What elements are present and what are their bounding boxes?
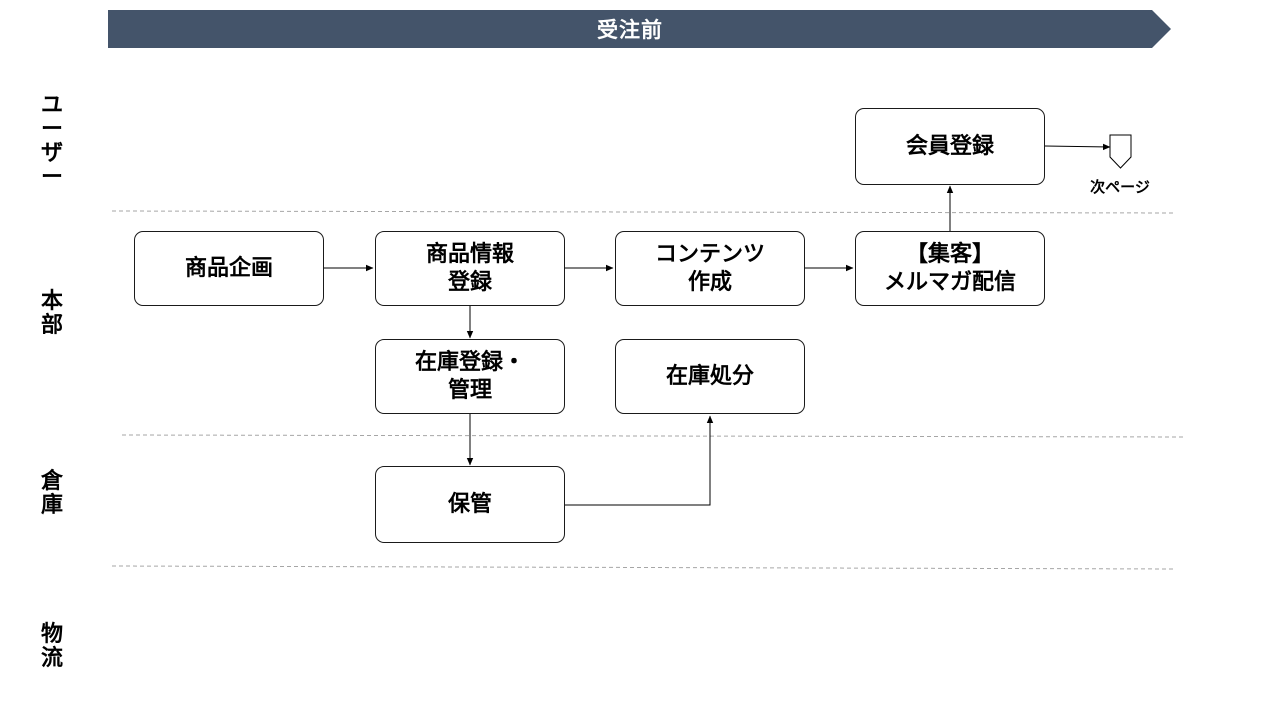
- node-product-info-registration-line: 商品情報: [425, 241, 514, 267]
- node-content-creation-line: 作成: [687, 269, 732, 295]
- off-page-connector-shape: [1109, 134, 1132, 169]
- lane-label-user: ユ ー ザ ー: [28, 94, 76, 190]
- lane-divider-1: [111, 210, 1176, 214]
- node-mail-magazine: 【集客】 メルマガ配信: [855, 231, 1045, 306]
- lane-label-warehouse: 倉 庫: [28, 470, 76, 518]
- phase-banner-label: 受注前: [597, 18, 663, 42]
- node-storage: 保管: [375, 466, 565, 543]
- lane-label-user-char: ー: [40, 165, 63, 190]
- node-storage-line: 保管: [447, 491, 492, 517]
- phase-banner: [108, 10, 1171, 48]
- lane-divider-2: [121, 434, 1186, 438]
- arrow-storage-to-stock-disposal: [565, 415, 714, 506]
- node-product-planning: 商品企画: [134, 231, 324, 306]
- node-content-creation: コンテンツ 作成: [615, 231, 805, 306]
- node-product-planning-line: 商品企画: [184, 255, 273, 281]
- node-product-info-registration: 商品情報 登録: [375, 231, 565, 306]
- node-stock-registration: 在庫登録・ 管理: [375, 339, 565, 414]
- node-mail-magazine-line: メルマガ配信: [883, 269, 1016, 295]
- lane-label-user-char: ザ: [40, 141, 63, 166]
- lane-label-hq: 本 部: [28, 290, 76, 338]
- node-member-registration: 会員登録: [855, 108, 1045, 185]
- node-content-creation-line: コンテンツ: [654, 241, 765, 267]
- node-stock-disposal-line: 在庫処分: [665, 363, 754, 389]
- lane-label-warehouse-char: 倉: [40, 469, 63, 494]
- arrow-member-registration-to-next-page: [1044, 143, 1111, 151]
- node-mail-magazine-line: 【集客】: [905, 241, 994, 267]
- lane-label-user-char: ー: [40, 117, 63, 142]
- lane-label-logistics: 物 流: [28, 623, 76, 671]
- node-member-registration-line: 会員登録: [905, 133, 994, 159]
- node-stock-registration-line: 管理: [447, 377, 492, 403]
- lane-divider-3: [111, 565, 1176, 570]
- lane-label-hq-char: 部: [40, 313, 63, 338]
- node-stock-disposal: 在庫処分: [615, 339, 805, 414]
- lane-label-logistics-char: 物: [40, 622, 63, 647]
- node-stock-registration-line: 在庫登録・: [414, 349, 525, 375]
- lane-label-user-char: ユ: [40, 93, 63, 118]
- lane-label-hq-char: 本: [40, 289, 63, 314]
- next-page-label: 次ページ: [1090, 178, 1150, 196]
- lane-label-warehouse-char: 庫: [40, 493, 63, 518]
- node-product-info-registration-line: 登録: [447, 269, 492, 295]
- lane-label-logistics-char: 流: [40, 646, 63, 671]
